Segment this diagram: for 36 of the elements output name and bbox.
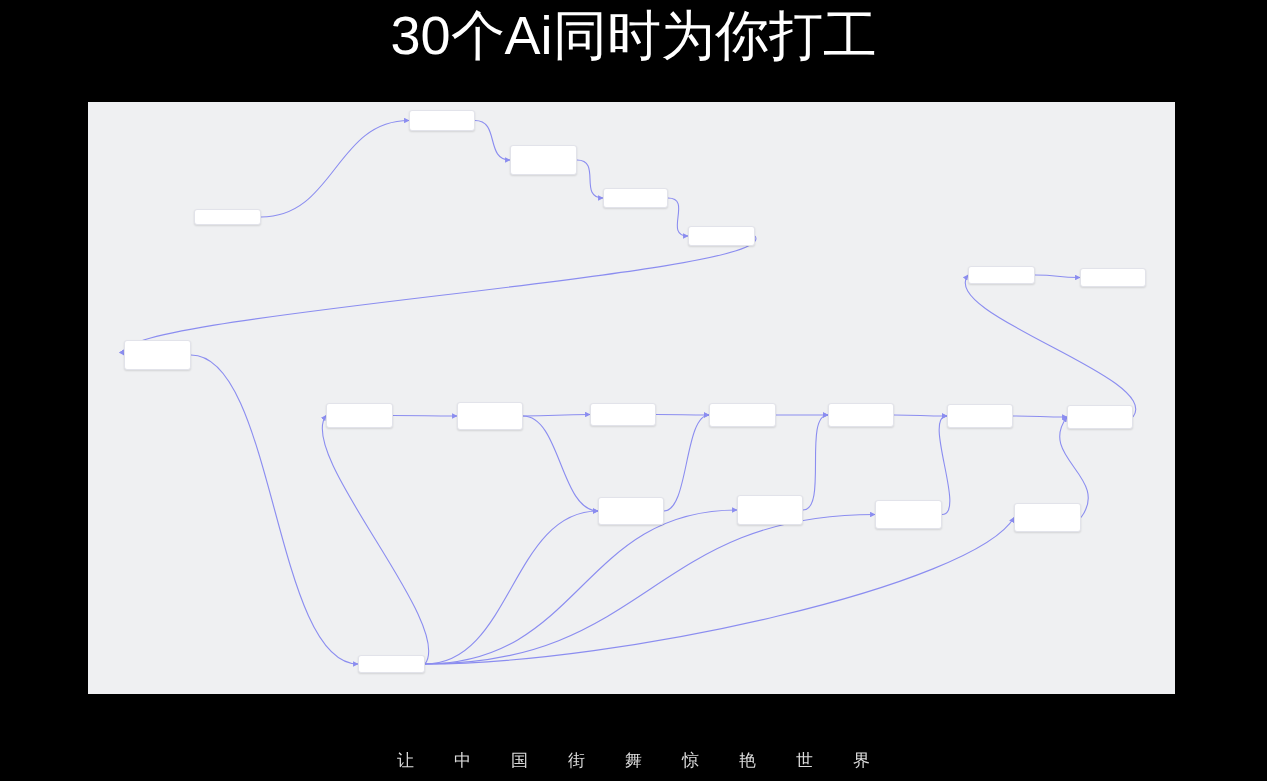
connector-arrow [474,119,511,163]
connector-arrow [1034,274,1081,281]
workflow-node-card [603,188,668,208]
connector-arrow [1059,416,1089,519]
connector-arrow [321,414,430,665]
workflow-node-card [358,655,425,673]
workflow-node-card [1080,268,1146,287]
workflow-node-card [457,402,523,430]
workflow-node-card [409,110,475,131]
workflow-node-card [590,403,656,426]
workflow-node-card [947,404,1013,428]
workflow-node-card [1014,503,1081,532]
workflow-node-card [326,403,393,428]
connector-arrow [1012,414,1068,420]
workflow-node-card [737,495,803,525]
connector-arrow [802,414,829,511]
slogan: 让中国街舞惊艳世界 [396,749,911,772]
workflow-node-card [1067,405,1133,429]
connector-arrow [522,411,591,418]
workflow-node-card [968,266,1035,284]
connector-arrow [190,354,359,666]
workflow-node-card [828,403,894,427]
connector-arrow [667,197,689,238]
workflow-node-card [709,403,776,427]
connector-arrow [663,413,710,512]
workflow-node-card [194,209,261,225]
connector-arrow [938,415,951,516]
workflow-node-card [510,145,577,175]
connector-arrow [576,159,604,201]
connector-arrow [260,118,410,218]
connector-arrow [964,274,1137,418]
workflow-node-card [875,500,942,529]
title: 30个Ai同时为你打工 [389,4,878,67]
connector-arrow [424,516,1015,665]
connector-arrow [392,413,458,419]
workflow-node-card [598,497,664,525]
